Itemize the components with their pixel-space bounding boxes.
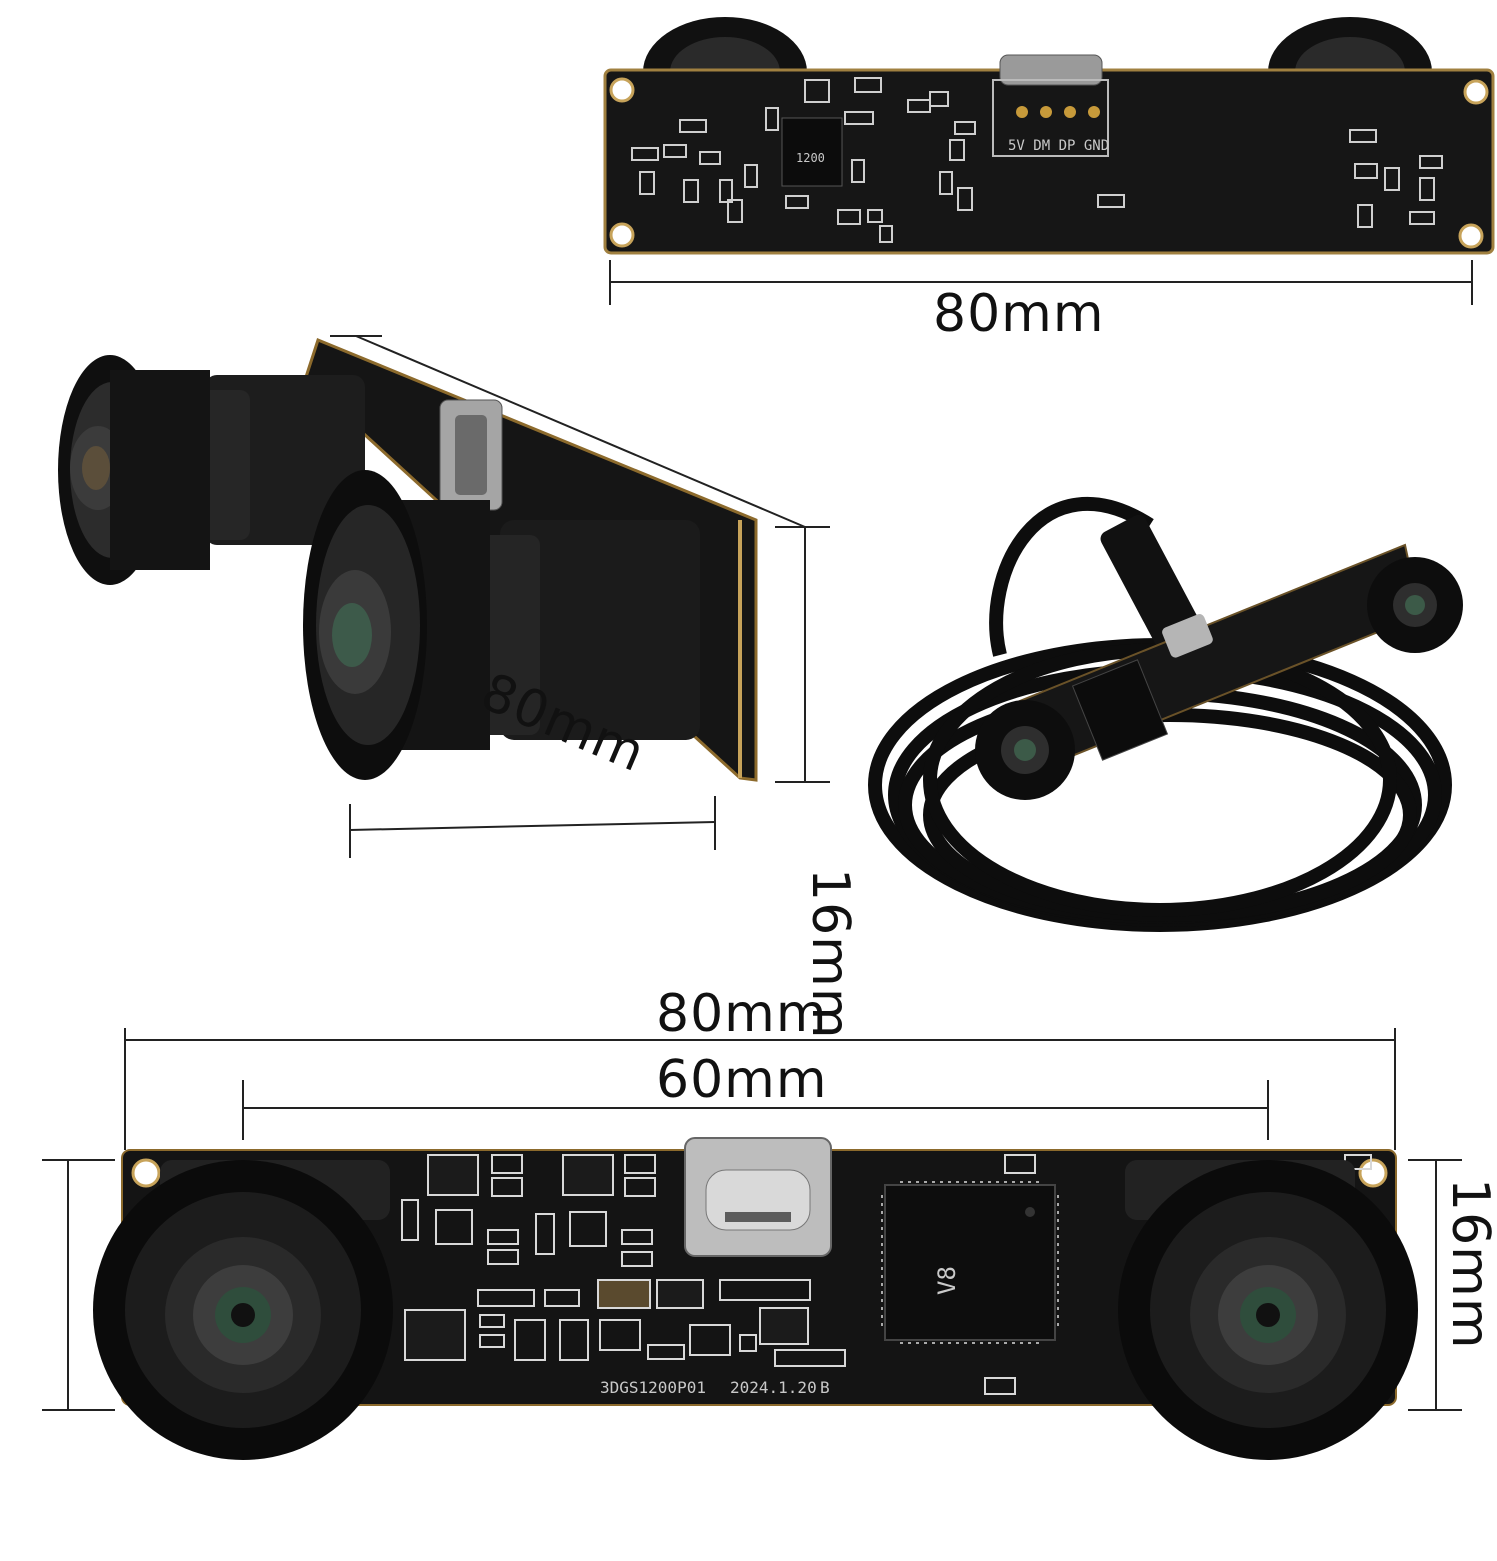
front-width-label: 80mm: [656, 984, 828, 1044]
smd-components-back: [631, 77, 1443, 243]
top-chip-mark: 1200: [796, 151, 825, 165]
front-view-drawing: V8 3DGS1200P01 2024.1.20 B: [42, 1028, 1462, 1460]
side-lens-front: [303, 470, 700, 780]
smd-components-front: [401, 1154, 1372, 1395]
cable-view-drawing: [868, 496, 1463, 932]
usb-c-port-cable: [1162, 614, 1213, 658]
side-view-drawing: [58, 335, 830, 858]
usb-c-port-top: [999, 54, 1103, 86]
front-lens-right: [1118, 1160, 1418, 1460]
front-height-right-label: 16mm: [1440, 1178, 1497, 1350]
side-dimension-lines: [330, 335, 830, 858]
top-view-drawing: 5V DM DP GND 1200: [603, 17, 1495, 305]
front-lens-left: [93, 1160, 393, 1460]
front-dimension-lines: [42, 1028, 1462, 1411]
side-view-panel: 80mm 16mm 15mm: [0, 320, 880, 1206]
side-lens-rear: [58, 355, 365, 585]
front-view-panel: V8 3DGS1200P01 2024.1.20 B: [0, 984, 1497, 1497]
board-id: 3DGS1200P01: [600, 1378, 706, 1397]
pin-labels: 5V DM DP GND: [1008, 138, 1109, 154]
main-chip-mark: V8: [933, 1266, 961, 1295]
top-view-panel: 5V DM DP GND 1200: [0, 0, 1497, 344]
board-rev: B: [820, 1378, 830, 1397]
pcb-board-back: [603, 68, 1495, 255]
cable-view-panel: [860, 455, 1480, 965]
top-width-dimension-line: [609, 260, 1473, 305]
board-date: 2024.1.20: [730, 1378, 817, 1397]
flash-chip: [781, 117, 843, 187]
top-width-label: 80mm: [933, 284, 1105, 344]
front-lens-spacing-label: 60mm: [656, 1050, 828, 1110]
